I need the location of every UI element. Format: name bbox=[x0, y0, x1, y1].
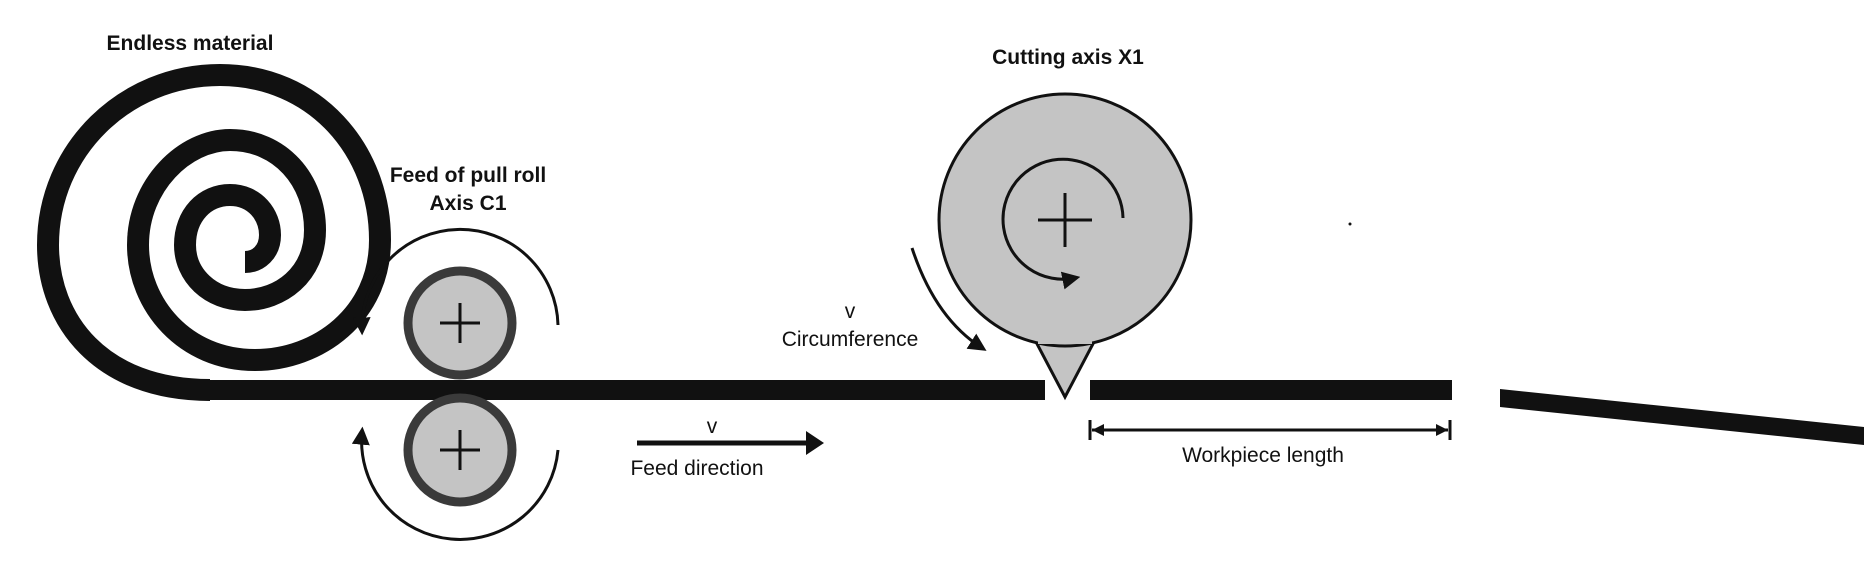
cutting-axis-label: Cutting axis X1 bbox=[992, 46, 1144, 69]
endless-material-label: Endless material bbox=[107, 32, 274, 55]
material-strip-cut-section bbox=[1090, 380, 1452, 400]
axis-c1-label: Axis C1 bbox=[429, 192, 506, 215]
cut-workpiece bbox=[1500, 389, 1864, 445]
circumference-label: Circumference bbox=[782, 328, 919, 351]
circumference-arrow bbox=[910, 247, 987, 351]
bottom-roll-rotation-arrow bbox=[351, 426, 560, 541]
material-coil-spiral bbox=[36, 63, 392, 401]
workpiece-length-dimension bbox=[1088, 420, 1452, 440]
pull-roll-top bbox=[403, 266, 517, 380]
feed-velocity-label: v bbox=[707, 415, 718, 438]
circumference-velocity-label: v bbox=[845, 300, 856, 323]
material-strip bbox=[210, 380, 1045, 400]
workpiece-length-label: Workpiece length bbox=[1182, 444, 1344, 467]
cutter-rotation-arrow bbox=[1001, 157, 1125, 290]
top-roll-rotation-arrow bbox=[352, 228, 560, 336]
feed-of-pull-roll-label: Feed of pull roll bbox=[390, 164, 546, 187]
feed-direction-arrowhead bbox=[806, 431, 824, 455]
feed-direction-label: Feed direction bbox=[630, 457, 763, 480]
cutting-roller bbox=[937, 92, 1193, 401]
stray-dot bbox=[1348, 222, 1352, 226]
pull-roll-bottom bbox=[403, 393, 517, 507]
